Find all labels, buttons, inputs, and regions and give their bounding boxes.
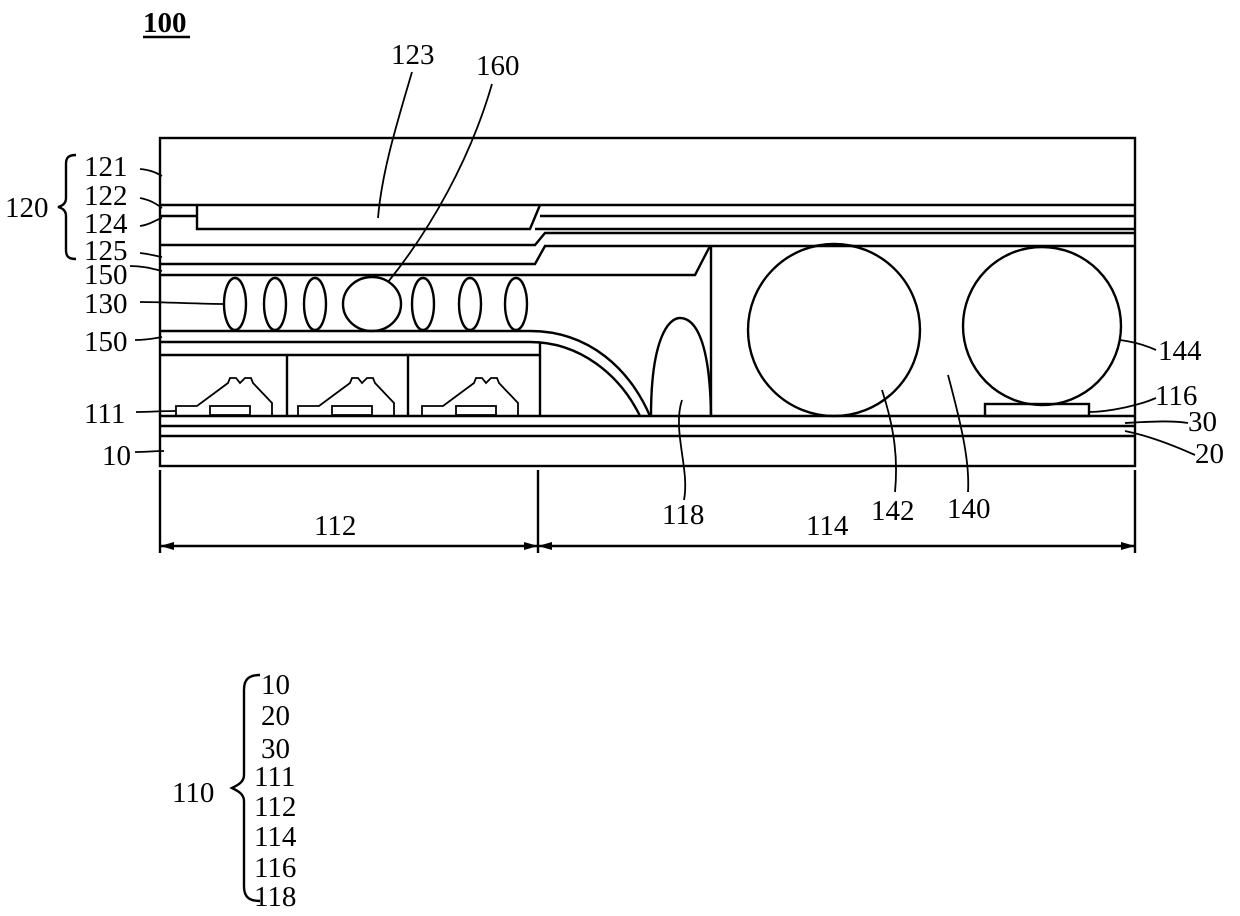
- label-130: 130: [84, 288, 128, 320]
- leader-30: [1125, 421, 1188, 423]
- leader-10: [135, 451, 164, 452]
- leader-140: [948, 375, 968, 492]
- leader-150-top: [130, 266, 162, 271]
- label-120: 120: [5, 192, 49, 224]
- tft-111: [176, 378, 272, 416]
- lc-molecule: [264, 278, 286, 330]
- layer-125: [160, 233, 1135, 245]
- leader-144: [1120, 340, 1156, 350]
- legend-item: 111: [254, 761, 295, 793]
- lc-molecule: [224, 278, 246, 330]
- arrow-head: [1121, 542, 1135, 550]
- legend-group-label: 110: [172, 777, 214, 809]
- spacer-160: [343, 277, 401, 331]
- conductive-particle-142: [748, 244, 920, 416]
- legend-item: 114: [254, 821, 297, 853]
- tft-111: [298, 378, 394, 416]
- color-filter-123: [197, 205, 540, 229]
- leader-121: [140, 169, 162, 176]
- label-140: 140: [947, 493, 991, 525]
- leader-111: [136, 411, 176, 412]
- lc-molecule: [412, 278, 434, 330]
- label-150-bottom: 150: [84, 326, 128, 358]
- leader-123: [378, 72, 412, 218]
- leader-130: [140, 302, 224, 304]
- label-30: 30: [1188, 406, 1217, 438]
- leader-160: [388, 84, 492, 282]
- leader-124: [140, 218, 162, 226]
- leader-142: [882, 390, 896, 492]
- label-142: 142: [871, 495, 915, 527]
- lc-molecule: [505, 278, 527, 330]
- alignment-layer-150-top: [160, 246, 710, 275]
- legend-item: 20: [261, 700, 290, 732]
- label-160: 160: [476, 50, 520, 82]
- label-121: 121: [84, 151, 128, 183]
- arrow-head: [160, 542, 174, 550]
- label-144: 144: [1158, 335, 1202, 367]
- label-150-top: 150: [84, 259, 128, 291]
- lc-molecule: [459, 278, 481, 330]
- label-20: 20: [1195, 438, 1224, 470]
- arrow-head: [524, 542, 538, 550]
- lc-molecule: [304, 278, 326, 330]
- group-brace-120: [58, 155, 76, 259]
- leader-122: [140, 198, 162, 208]
- tft-111: [422, 378, 518, 416]
- leader-150-bottom: [135, 337, 162, 340]
- legend-item: 112: [254, 791, 296, 823]
- legend-item: 116: [254, 852, 296, 884]
- figure-number: 100: [143, 7, 187, 39]
- alignment-layer-150-bottom-inner: [160, 342, 640, 416]
- legend-list: 10 20 30 111 112 114 116 118: [254, 669, 297, 913]
- alignment-layer-150-bottom: [160, 331, 650, 416]
- label-118: 118: [662, 499, 704, 531]
- label-123: 123: [391, 39, 435, 71]
- arrow-head: [538, 542, 552, 550]
- leader-125: [140, 253, 162, 257]
- layer-125-bottom: [160, 246, 1135, 264]
- conductive-particle-144: [963, 247, 1121, 405]
- label-111: 111: [84, 398, 125, 430]
- legend-item: 10: [261, 669, 290, 701]
- legend-item: 118: [254, 881, 296, 913]
- region-label-114: 114: [806, 510, 849, 542]
- leader-116: [1088, 398, 1156, 412]
- label-10: 10: [102, 440, 131, 472]
- region-label-112: 112: [314, 510, 356, 542]
